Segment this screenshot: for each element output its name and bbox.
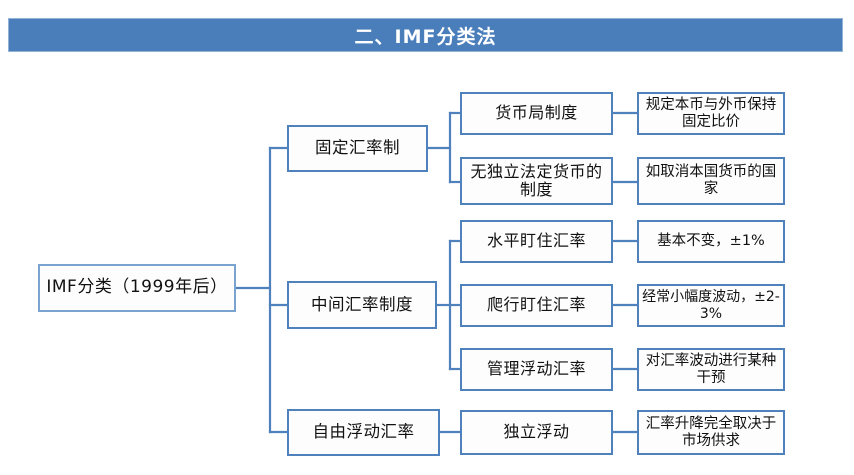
node-detail-small-fluctuation-label: 经常小幅度波动，±2-3%	[642, 289, 780, 322]
node-intermediate-exchange-rate[interactable]: 中间汇率制度	[287, 281, 437, 329]
node-no-separate-legal-tender[interactable]: 无独立法定货币的制度	[460, 157, 613, 205]
node-detail-basically-unchanged[interactable]: 基本不变，±1%	[637, 220, 785, 263]
node-detail-abolished-currency-label: 如取消本国货币的国家	[645, 164, 777, 197]
node-currency-board-system[interactable]: 货币局制度	[460, 92, 613, 135]
page-title: 二、IMF分类法	[354, 25, 497, 48]
node-fixed-exchange-rate[interactable]: 固定汇率制	[287, 125, 428, 172]
node-no-separate-legal-tender-label: 无独立法定货币的制度	[470, 161, 603, 199]
node-independent-float[interactable]: 独立浮动	[460, 410, 613, 455]
node-horizontal-band-peg-label: 水平盯住汇率	[486, 231, 586, 251]
node-intermediate-exchange-rate-label: 中间汇率制度	[311, 294, 413, 314]
node-horizontal-band-peg[interactable]: 水平盯住汇率	[460, 220, 613, 263]
node-free-floating-exchange-rate[interactable]: 自由浮动汇率	[287, 409, 440, 456]
node-crawling-peg-label: 爬行盯住汇率	[486, 295, 586, 315]
node-root-imf-classification[interactable]: IMF分类（1999年后）	[38, 264, 236, 312]
node-detail-fixed-parity-label: 规定本币与外币保持固定比价	[645, 96, 777, 130]
node-detail-basically-unchanged-label: 基本不变，±1%	[657, 233, 765, 250]
node-detail-fixed-parity[interactable]: 规定本币与外币保持固定比价	[637, 92, 785, 135]
slide-title-bar: 二、IMF分类法	[8, 18, 843, 52]
node-detail-market-supply-demand[interactable]: 汇率升降完全取决于市场供求	[637, 410, 785, 455]
node-managed-float[interactable]: 管理浮动汇率	[460, 348, 613, 391]
node-independent-float-label: 独立浮动	[503, 422, 570, 442]
node-crawling-peg[interactable]: 爬行盯住汇率	[460, 284, 613, 327]
node-detail-abolished-currency[interactable]: 如取消本国货币的国家	[637, 157, 785, 205]
node-root-label: IMF分类（1999年后）	[46, 277, 228, 298]
node-detail-intervention-label: 对汇率波动进行某种干预	[645, 352, 777, 386]
node-detail-small-fluctuation[interactable]: 经常小幅度波动，±2-3%	[637, 284, 785, 327]
node-free-floating-exchange-rate-label: 自由浮动汇率	[312, 422, 415, 442]
node-detail-intervention[interactable]: 对汇率波动进行某种干预	[637, 348, 785, 391]
node-currency-board-system-label: 货币局制度	[495, 103, 578, 123]
node-fixed-exchange-rate-label: 固定汇率制	[315, 138, 400, 158]
node-detail-market-supply-demand-label: 汇率升降完全取决于市场供求	[645, 415, 777, 449]
node-managed-float-label: 管理浮动汇率	[486, 359, 586, 379]
